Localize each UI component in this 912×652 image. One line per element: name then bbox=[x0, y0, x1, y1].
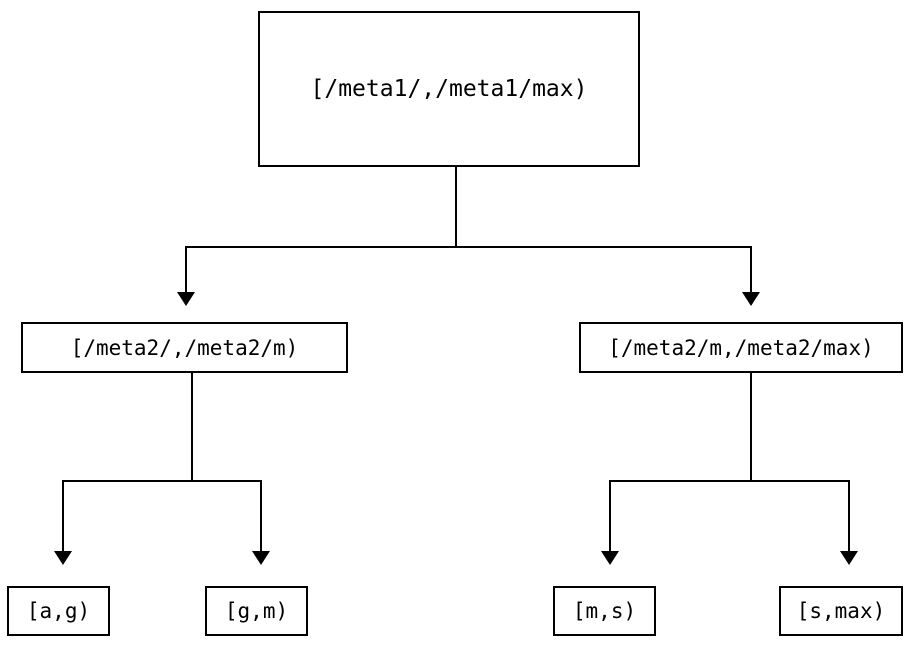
tree-node-mid-left-label: [/meta2/,/meta2/m) bbox=[70, 335, 299, 360]
edge-mid-right-crossbar bbox=[609, 480, 850, 482]
edge-root-to-mid-left-drop bbox=[185, 246, 187, 294]
tree-node-leaf-2-label: [g,m) bbox=[224, 599, 289, 623]
arrowhead-mid-right-to-leaf-4-icon bbox=[840, 551, 858, 565]
edge-mid-right-to-leaf-4-drop bbox=[848, 480, 850, 553]
tree-node-mid-right-label: [/meta2/m,/meta2/max) bbox=[608, 335, 874, 360]
edge-root-trunk bbox=[455, 167, 457, 248]
edge-mid-left-trunk bbox=[191, 373, 193, 482]
tree-node-mid-right[interactable]: [/meta2/m,/meta2/max) bbox=[579, 322, 903, 373]
tree-node-leaf-2[interactable]: [g,m) bbox=[205, 586, 308, 636]
arrowhead-root-to-mid-left-icon bbox=[177, 292, 195, 306]
edge-mid-right-to-leaf-3-drop bbox=[609, 480, 611, 553]
tree-node-leaf-4[interactable]: [s,max) bbox=[779, 586, 903, 636]
arrowhead-mid-left-to-leaf-2-icon bbox=[252, 551, 270, 565]
edge-root-to-mid-right-drop bbox=[750, 246, 752, 294]
tree-node-root-label: [/meta1/,/meta1/max) bbox=[310, 76, 588, 102]
edge-mid-right-trunk bbox=[750, 373, 752, 482]
edge-root-crossbar bbox=[185, 246, 752, 248]
tree-node-leaf-4-label: [s,max) bbox=[796, 599, 886, 623]
tree-node-root[interactable]: [/meta1/,/meta1/max) bbox=[258, 11, 640, 167]
tree-node-mid-left[interactable]: [/meta2/,/meta2/m) bbox=[21, 322, 348, 373]
edge-mid-left-crossbar bbox=[62, 480, 262, 482]
arrowhead-root-to-mid-right-icon bbox=[742, 292, 760, 306]
tree-node-leaf-1-label: [a,g) bbox=[26, 599, 91, 623]
tree-node-leaf-3[interactable]: [m,s) bbox=[553, 586, 656, 636]
edge-mid-left-to-leaf-1-drop bbox=[62, 480, 64, 553]
tree-node-leaf-1[interactable]: [a,g) bbox=[7, 586, 110, 636]
arrowhead-mid-right-to-leaf-3-icon bbox=[601, 551, 619, 565]
arrowhead-mid-left-to-leaf-1-icon bbox=[54, 551, 72, 565]
edge-mid-left-to-leaf-2-drop bbox=[260, 480, 262, 553]
tree-node-leaf-3-label: [m,s) bbox=[572, 599, 637, 623]
